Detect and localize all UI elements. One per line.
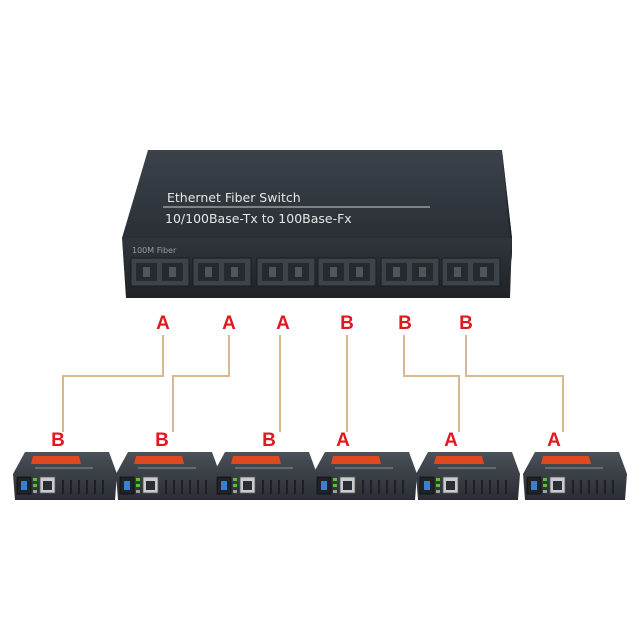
switch-port-group-label: 100M Fiber: [132, 246, 177, 255]
fiber-cables: [62, 335, 564, 432]
switch-fiber-port: [317, 257, 377, 287]
converter-label-2: B: [155, 430, 169, 451]
switch-port-label-6: B: [459, 313, 473, 334]
media-converters: [13, 452, 627, 500]
converter-labels: B B B A A A: [51, 430, 561, 451]
switch-fiber-port: [130, 257, 190, 287]
switch-fiber-port: [256, 257, 316, 287]
media-converter: [416, 452, 520, 500]
fiber-switch: Ethernet Fiber Switch 10/100Base-Tx to 1…: [122, 150, 512, 298]
converter-label-5: A: [444, 430, 458, 451]
converter-label-6: A: [547, 430, 561, 451]
fiber-cable: [62, 335, 164, 432]
converter-label-4: A: [336, 430, 350, 451]
fiber-cable: [465, 335, 564, 432]
converter-label-1: B: [51, 430, 65, 451]
switch-subtitle: 10/100Base-Tx to 100Base-Fx: [165, 211, 352, 226]
switch-port-label-4: B: [340, 313, 354, 334]
switch-fiber-port: [441, 257, 501, 287]
switch-port-row: [130, 257, 501, 287]
switch-top-surface: [122, 150, 512, 238]
switch-port-label-3: A: [276, 313, 290, 334]
switch-port-labels: A A A B B B: [156, 313, 473, 334]
switch-port-label-1: A: [156, 313, 170, 334]
switch-title: Ethernet Fiber Switch: [167, 190, 301, 205]
media-converter: [13, 452, 117, 500]
converter-label-3: B: [262, 430, 276, 451]
switch-fiber-port: [192, 257, 252, 287]
media-converter: [116, 452, 220, 500]
media-converter: [523, 452, 627, 500]
switch-port-label-2: A: [222, 313, 236, 334]
fiber-cable: [172, 335, 230, 432]
media-converter: [213, 452, 317, 500]
switch-fiber-port: [380, 257, 440, 287]
fiber-cable: [403, 335, 460, 432]
switch-port-label-5: B: [398, 313, 412, 334]
media-converter: [313, 452, 417, 500]
